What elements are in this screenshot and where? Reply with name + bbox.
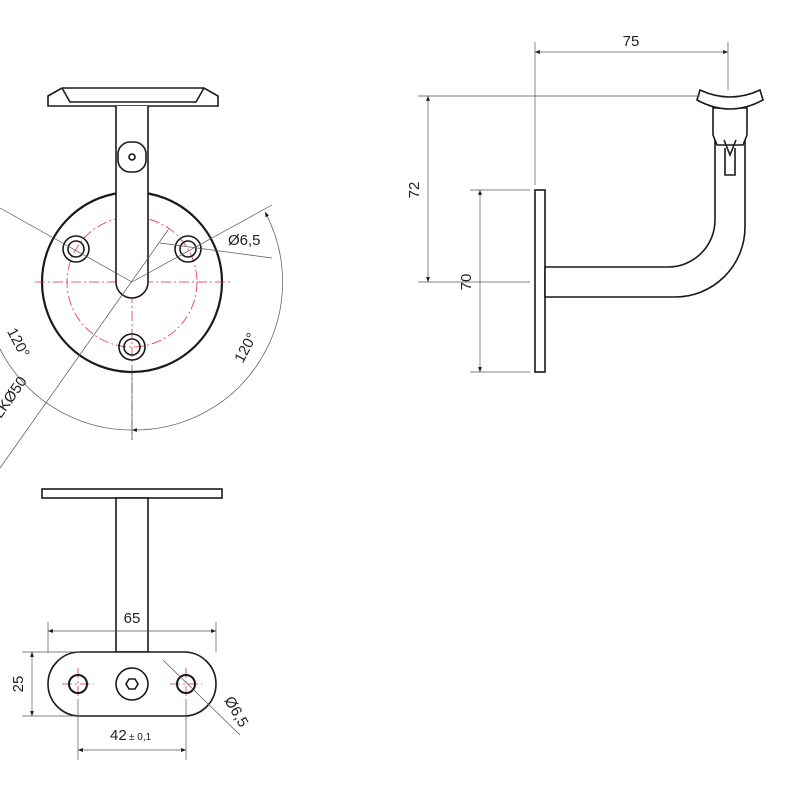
hole-spacing-label: 42 xyxy=(110,727,127,744)
leader-line xyxy=(0,207,133,283)
bottom-hole-diameter-label: Ø6,5 xyxy=(221,694,252,731)
stem xyxy=(115,497,149,653)
handrail-saddle-plate xyxy=(47,87,219,107)
angle-right-label: 120° xyxy=(231,330,261,365)
projection-label: 75 xyxy=(623,33,640,50)
bottom-view: 65 25 42 ± 0,1 Ø6,5 xyxy=(10,488,252,760)
wall-plate xyxy=(534,189,546,373)
oval-base-plate xyxy=(47,651,217,717)
saddle-plate xyxy=(41,488,223,499)
hex-socket-icon xyxy=(125,678,139,690)
hole-leader xyxy=(162,659,241,736)
hole-centers xyxy=(62,668,202,700)
handrail-saddle xyxy=(696,88,764,110)
stem xyxy=(115,106,149,299)
hole-spacing-tolerance: ± 0,1 xyxy=(129,732,152,743)
side-view: 75 72 70 xyxy=(406,33,764,373)
front-view: Ø6,5 LKØ50 120° 120° xyxy=(0,87,283,469)
mounting-hole xyxy=(68,674,88,694)
front-hole-diameter-label: Ø6,5 xyxy=(228,232,261,249)
width-label: 65 xyxy=(124,610,141,627)
bolt-circle-label: LKØ50 xyxy=(0,373,31,421)
pivot-pin xyxy=(128,153,136,161)
angle-right-dimension xyxy=(131,211,283,433)
leader-line xyxy=(131,204,273,283)
hole-leader xyxy=(159,242,273,259)
bent-arm xyxy=(544,139,746,298)
socket-screw xyxy=(115,667,149,701)
total-height-label: 72 xyxy=(406,182,423,199)
angle-left-label: 120° xyxy=(3,325,33,360)
height-label: 25 xyxy=(10,676,27,693)
swivel-joint xyxy=(712,107,748,146)
plate-height-label: 70 xyxy=(458,274,475,291)
pivot-joint xyxy=(117,141,147,173)
angle-left-dimension xyxy=(0,215,133,431)
joint-clip xyxy=(723,139,737,176)
bolt-circle-leader xyxy=(0,229,169,469)
mounting-hole xyxy=(176,674,196,694)
